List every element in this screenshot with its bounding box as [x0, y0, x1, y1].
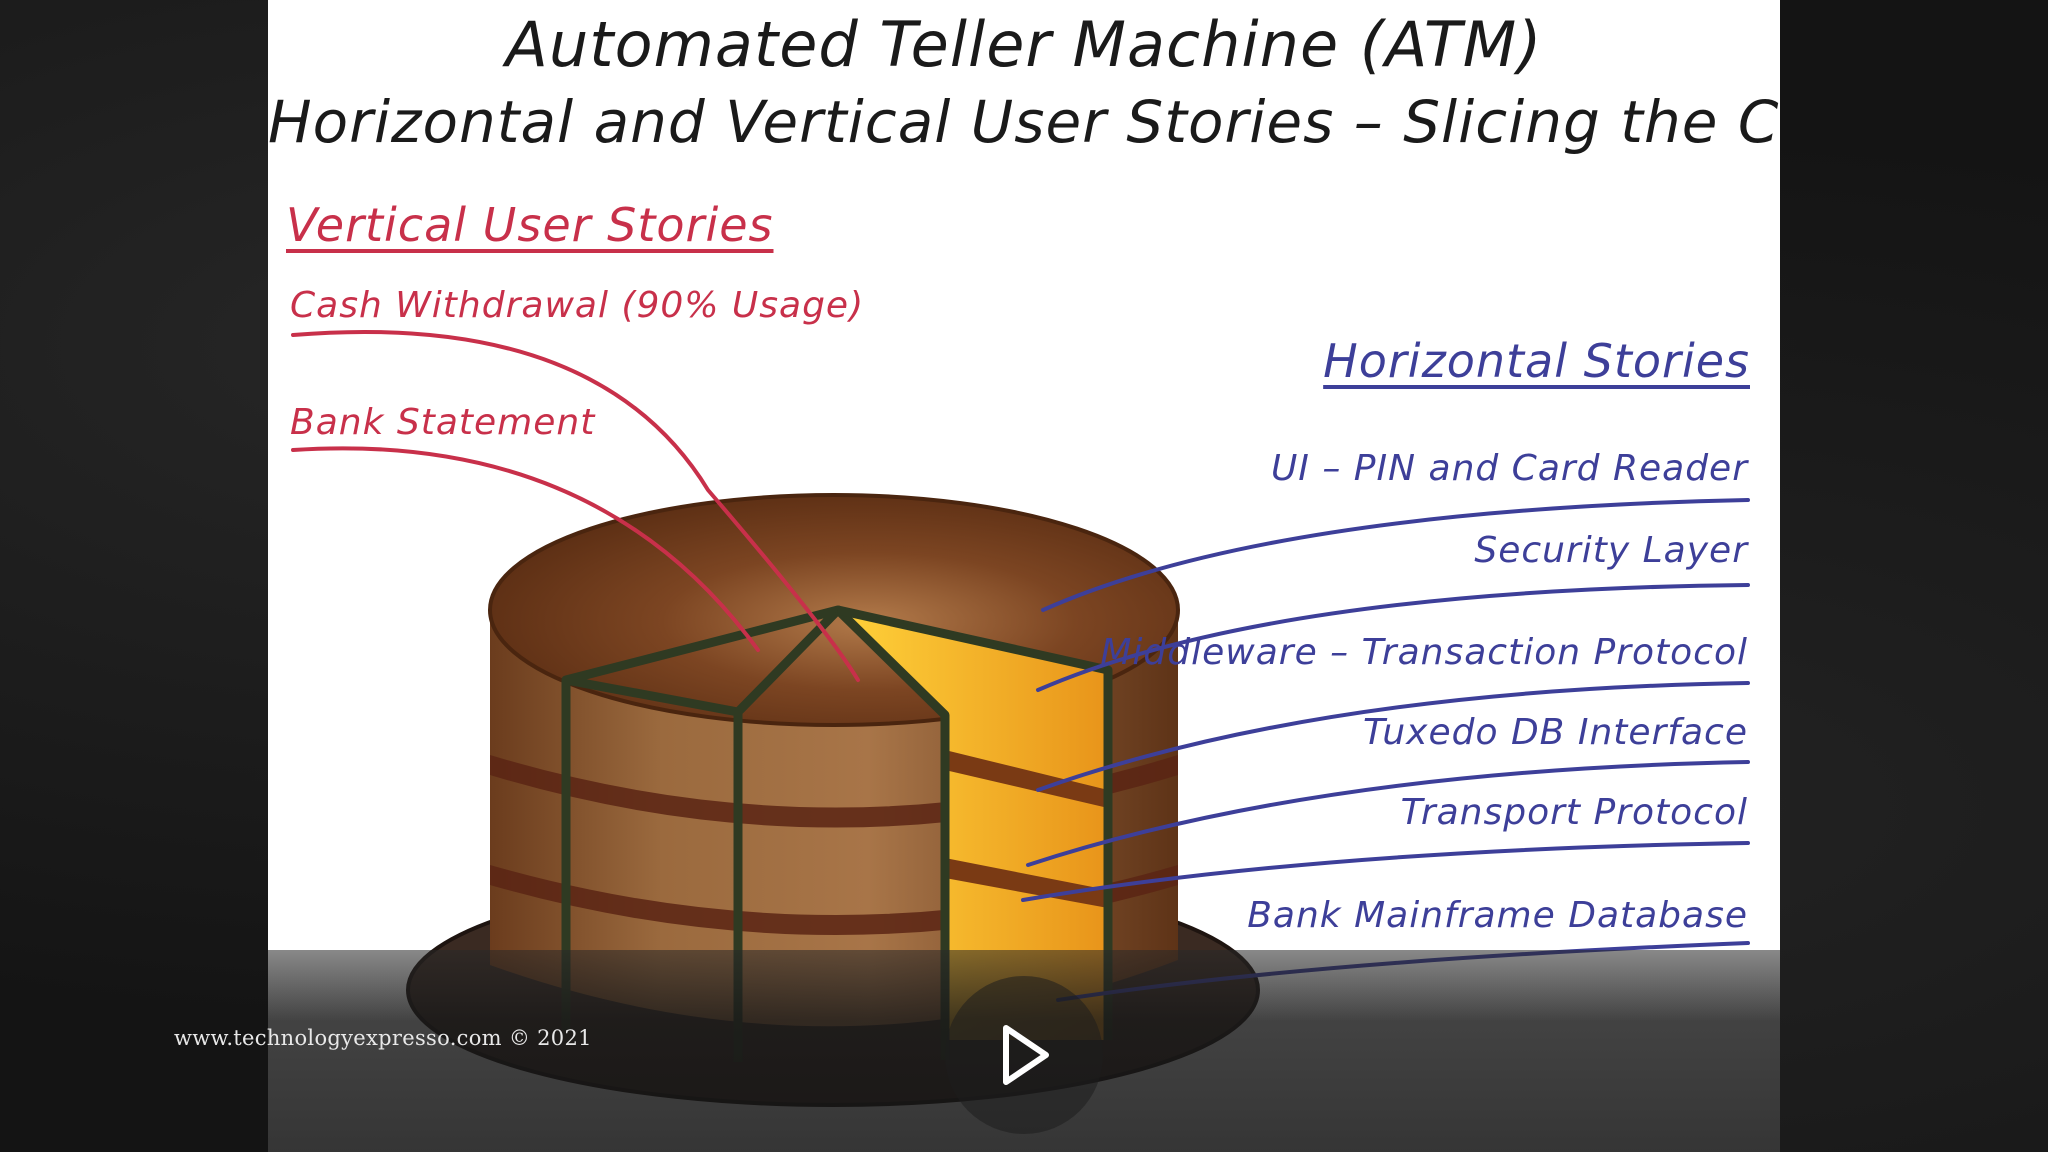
horizontal-story-tuxedo: Tuxedo DB Interface	[1363, 712, 1748, 753]
horizontal-stories-heading: Horizontal Stories	[1323, 334, 1750, 388]
horizontal-story-ui: UI – PIN and Card Reader	[1270, 448, 1748, 489]
play-button[interactable]	[945, 976, 1103, 1134]
slide-title-line2: Horizontal and Vertical User Stories – S…	[268, 88, 1780, 156]
horizontal-story-transport: Transport Protocol	[1400, 792, 1748, 833]
vertical-story-cash-withdrawal: Cash Withdrawal (90% Usage)	[290, 285, 865, 326]
cake-slice-cutout	[838, 610, 1108, 1040]
vertical-story-bank-statement: Bank Statement	[290, 402, 596, 443]
vertical-stories-heading: Vertical User Stories	[286, 198, 774, 252]
horizontal-story-security: Security Layer	[1474, 530, 1748, 571]
horizontal-story-mainframe: Bank Mainframe Database	[1247, 895, 1748, 936]
footer-credit: www.technologyexpresso.com © 2021	[174, 1026, 592, 1050]
horizontal-story-middleware: Middleware – Transaction Protocol	[1100, 632, 1748, 673]
slide-title-line1: Automated Teller Machine (ATM)	[505, 8, 1543, 81]
play-icon	[1003, 1025, 1049, 1085]
